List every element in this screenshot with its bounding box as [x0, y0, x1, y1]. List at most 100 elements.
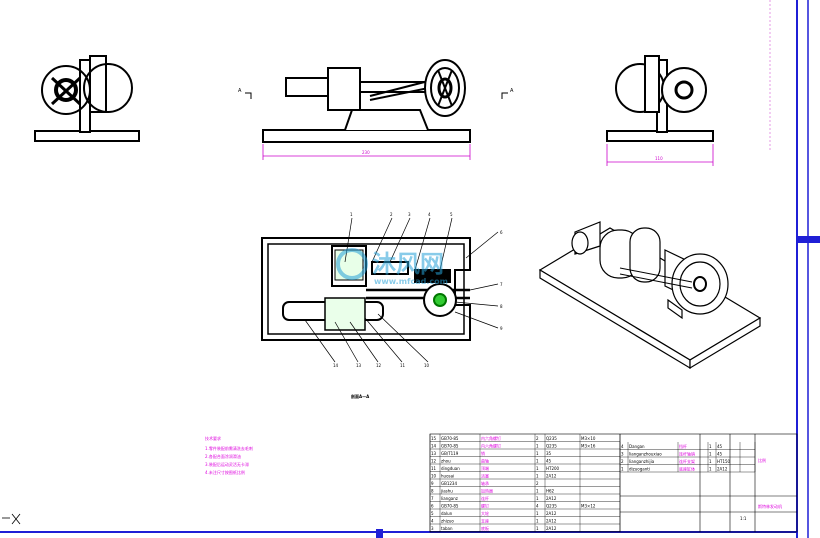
- section-mark-left: A: [238, 88, 252, 99]
- bom-cell-no: 4: [621, 444, 624, 449]
- bom-cell-note: M3×12: [581, 504, 596, 509]
- bom-cell-qty: 1: [536, 519, 539, 524]
- bom-cell-mat: 2A12: [546, 511, 557, 516]
- bom-cell-no: 2: [621, 459, 624, 464]
- bom-cell-mat: 2A12: [546, 526, 557, 531]
- bom-cell-code: dizuoganti: [629, 467, 650, 472]
- bom-cell-code: taban: [441, 526, 453, 531]
- side-width-dimension: [606, 144, 714, 166]
- bom-cell-name: 销: [481, 450, 485, 456]
- bom-cell-no: 12: [431, 459, 437, 464]
- bom-cell-code: GB70-85: [441, 436, 459, 441]
- tech-note-line: 3.装配后运动灵活无卡滞: [205, 461, 249, 467]
- bom-cell-qty: 1: [536, 489, 539, 494]
- tech-note-line: 1.零件装配前需清洗去毛刺: [205, 445, 253, 451]
- callout-3: 3: [408, 212, 411, 217]
- callout-12: 12: [376, 363, 382, 368]
- right-side-view: [606, 55, 714, 142]
- bom-cell-qty: 1: [709, 444, 712, 449]
- callout-11: 11: [400, 363, 406, 368]
- bom-cell-no: 6: [431, 504, 434, 509]
- bom-cell-name: 活塞: [481, 473, 489, 479]
- bom-cell-name: 曲轴: [481, 458, 489, 464]
- bom-cell-mat: 2A12: [546, 519, 557, 524]
- bom-cell-no: 1: [621, 467, 624, 472]
- bom-cell-no: 7: [431, 496, 434, 501]
- bom-cell-code: lianganzhijia: [629, 459, 655, 464]
- bom-cell-mat: H62: [546, 489, 555, 494]
- bom-cell-mat: Q235: [546, 436, 557, 441]
- bom-cell-qty: 1: [709, 459, 712, 464]
- callout-14: 14: [333, 363, 339, 368]
- callout-6: 6: [500, 230, 503, 235]
- bom-cell-code: zhizuo: [441, 519, 454, 524]
- bom-cell-qty: 2: [536, 481, 539, 486]
- drawing-scale: 1:1: [740, 516, 747, 521]
- bom-cell-mat: HT200: [546, 466, 560, 471]
- bom-cell-qty: 1: [536, 459, 539, 464]
- bom-cell-name: 轴承: [481, 480, 489, 486]
- bom-cell-name: 螺钉: [481, 503, 489, 509]
- bom-cell-no: 3: [431, 526, 434, 531]
- bom-cell-mat: Q235: [546, 504, 557, 509]
- bom-cell-qty: 1: [536, 511, 539, 516]
- bom-cell-qty: 1: [536, 451, 539, 456]
- tech-notes-title: 技术要求: [205, 435, 221, 441]
- bom-cell-mat: HT150: [717, 459, 731, 464]
- bom-cell-code: GB70-85: [441, 504, 459, 509]
- bom-cell-no: 14: [431, 444, 437, 449]
- bom-cell-no: 3: [621, 452, 624, 457]
- tech-note-line: 2.各配合面涂润滑油: [205, 453, 241, 459]
- front-view: [262, 59, 471, 143]
- callout-8: 8: [500, 304, 503, 309]
- callout-13: 13: [356, 363, 362, 368]
- bom-cell-code: dalun: [441, 511, 453, 516]
- bom-cell-qty: 2: [536, 436, 539, 441]
- bom-cell-qty: 1: [536, 474, 539, 479]
- bom-cell-code: lianganz: [441, 496, 458, 501]
- callout-9: 9: [500, 326, 503, 331]
- leader-lines: [304, 217, 499, 363]
- callout-4: 4: [428, 212, 431, 217]
- bom-cell-no: 13: [431, 451, 437, 456]
- bom-cell-qty: 1: [536, 526, 539, 531]
- bom-cell-name: 大轮: [481, 510, 489, 516]
- side-width-value: 110: [655, 156, 663, 161]
- bom-cell-code: Dangan: [629, 444, 645, 449]
- callouts-right: 6 7 8 9: [500, 230, 503, 331]
- bom-cell-no: 10: [431, 474, 437, 479]
- bom-cell-no: 15: [431, 436, 437, 441]
- callout-1: 1: [350, 212, 353, 217]
- section-mark-right: A: [501, 88, 514, 99]
- bom-cell-mat: 35: [546, 451, 552, 456]
- bom-cell-no: 5: [431, 511, 434, 516]
- bom-cell-mat: 2A12: [546, 496, 557, 501]
- frame-handle-right[interactable]: [796, 236, 820, 243]
- front-width-dimension: [262, 144, 471, 160]
- bom-cell-mat: Q235: [546, 444, 557, 449]
- callouts-bottom: 14 13 12 11 10: [333, 363, 430, 368]
- material-note: 比例: [758, 457, 766, 463]
- frame-handle-bottom[interactable]: [376, 529, 383, 538]
- bom-cell-qty: 1: [536, 496, 539, 501]
- bom-cell-name: 加热器: [481, 488, 493, 494]
- bom-cell-mat: 45: [717, 452, 723, 457]
- bom-cell-mat: 2A12: [546, 474, 557, 479]
- bom-cell-code: GB/T119: [441, 451, 459, 456]
- callout-10: 10: [424, 363, 430, 368]
- section-letter-right: A: [510, 88, 514, 94]
- section-letter-left: A: [238, 88, 242, 94]
